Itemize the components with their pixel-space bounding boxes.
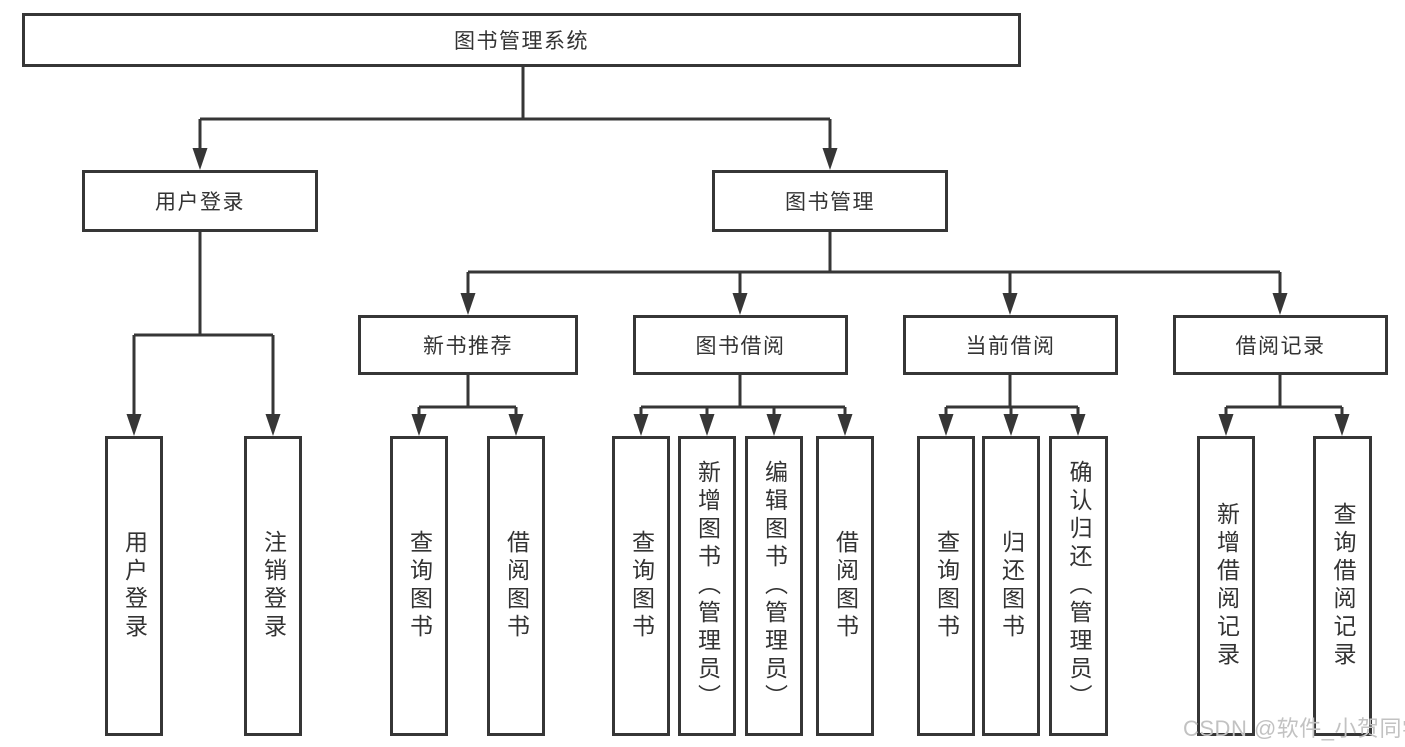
node-label: 图书管理 (785, 191, 875, 214)
node-borrow-record: 借阅记录 (1173, 315, 1388, 375)
node-label: 用户登录 (121, 530, 148, 642)
node-label: 新增图书（管理员） (694, 460, 721, 712)
node-root-system: 图书管理系统 (22, 13, 1021, 67)
node-label: 图书借阅 (695, 335, 786, 358)
leaf-query-books-current: 查询图书 (917, 436, 975, 736)
node-label: 借阅图书 (503, 530, 530, 642)
leaf-edit-book-admin: 编辑图书（管理员） (745, 436, 803, 736)
leaf-borrow-books-recommend: 借阅图书 (487, 436, 545, 736)
node-label: 借阅记录 (1235, 335, 1326, 358)
leaf-query-books-recommend: 查询图书 (390, 436, 448, 736)
node-book-borrow: 图书借阅 (633, 315, 848, 375)
leaf-add-borrow-record: 新增借阅记录 (1197, 436, 1255, 736)
node-label: 新书推荐 (423, 335, 513, 358)
connector-path (132, 67, 1344, 416)
node-label: 归还图书 (998, 530, 1025, 642)
leaf-add-book-admin: 新增图书（管理员） (678, 436, 736, 736)
leaf-confirm-return-admin: 确认归还（管理员） (1049, 436, 1108, 736)
node-label: 当前借阅 (965, 335, 1056, 358)
node-user-login: 用户登录 (82, 170, 318, 232)
node-label: 查询图书 (628, 530, 655, 642)
node-new-book-recommend: 新书推荐 (358, 315, 578, 375)
leaf-return-book: 归还图书 (982, 436, 1040, 736)
node-label: 编辑图书（管理员） (761, 460, 788, 712)
node-current-borrow: 当前借阅 (903, 315, 1118, 375)
csdn-watermark: CSDN @软件_小贺同学 (1183, 716, 1405, 741)
arrowheads (126, 148, 1350, 436)
node-label: 查询图书 (406, 530, 433, 642)
node-label: 借阅图书 (832, 530, 859, 642)
node-label: 查询图书 (933, 530, 960, 642)
leaf-user-login: 用户登录 (105, 436, 163, 736)
node-label: 新增借阅记录 (1213, 502, 1240, 670)
node-book-management: 图书管理 (712, 170, 948, 232)
node-label: 图书管理系统 (454, 30, 589, 53)
leaf-query-books-borrow: 查询图书 (612, 436, 670, 736)
leaf-borrow-books: 借阅图书 (816, 436, 874, 736)
node-label: 用户登录 (155, 191, 245, 214)
leaf-logout: 注销登录 (244, 436, 302, 736)
leaf-query-borrow-record: 查询借阅记录 (1313, 436, 1372, 736)
node-label: 注销登录 (260, 530, 287, 642)
node-label: 查询借阅记录 (1330, 502, 1356, 670)
node-label: 确认归还（管理员） (1066, 460, 1092, 712)
